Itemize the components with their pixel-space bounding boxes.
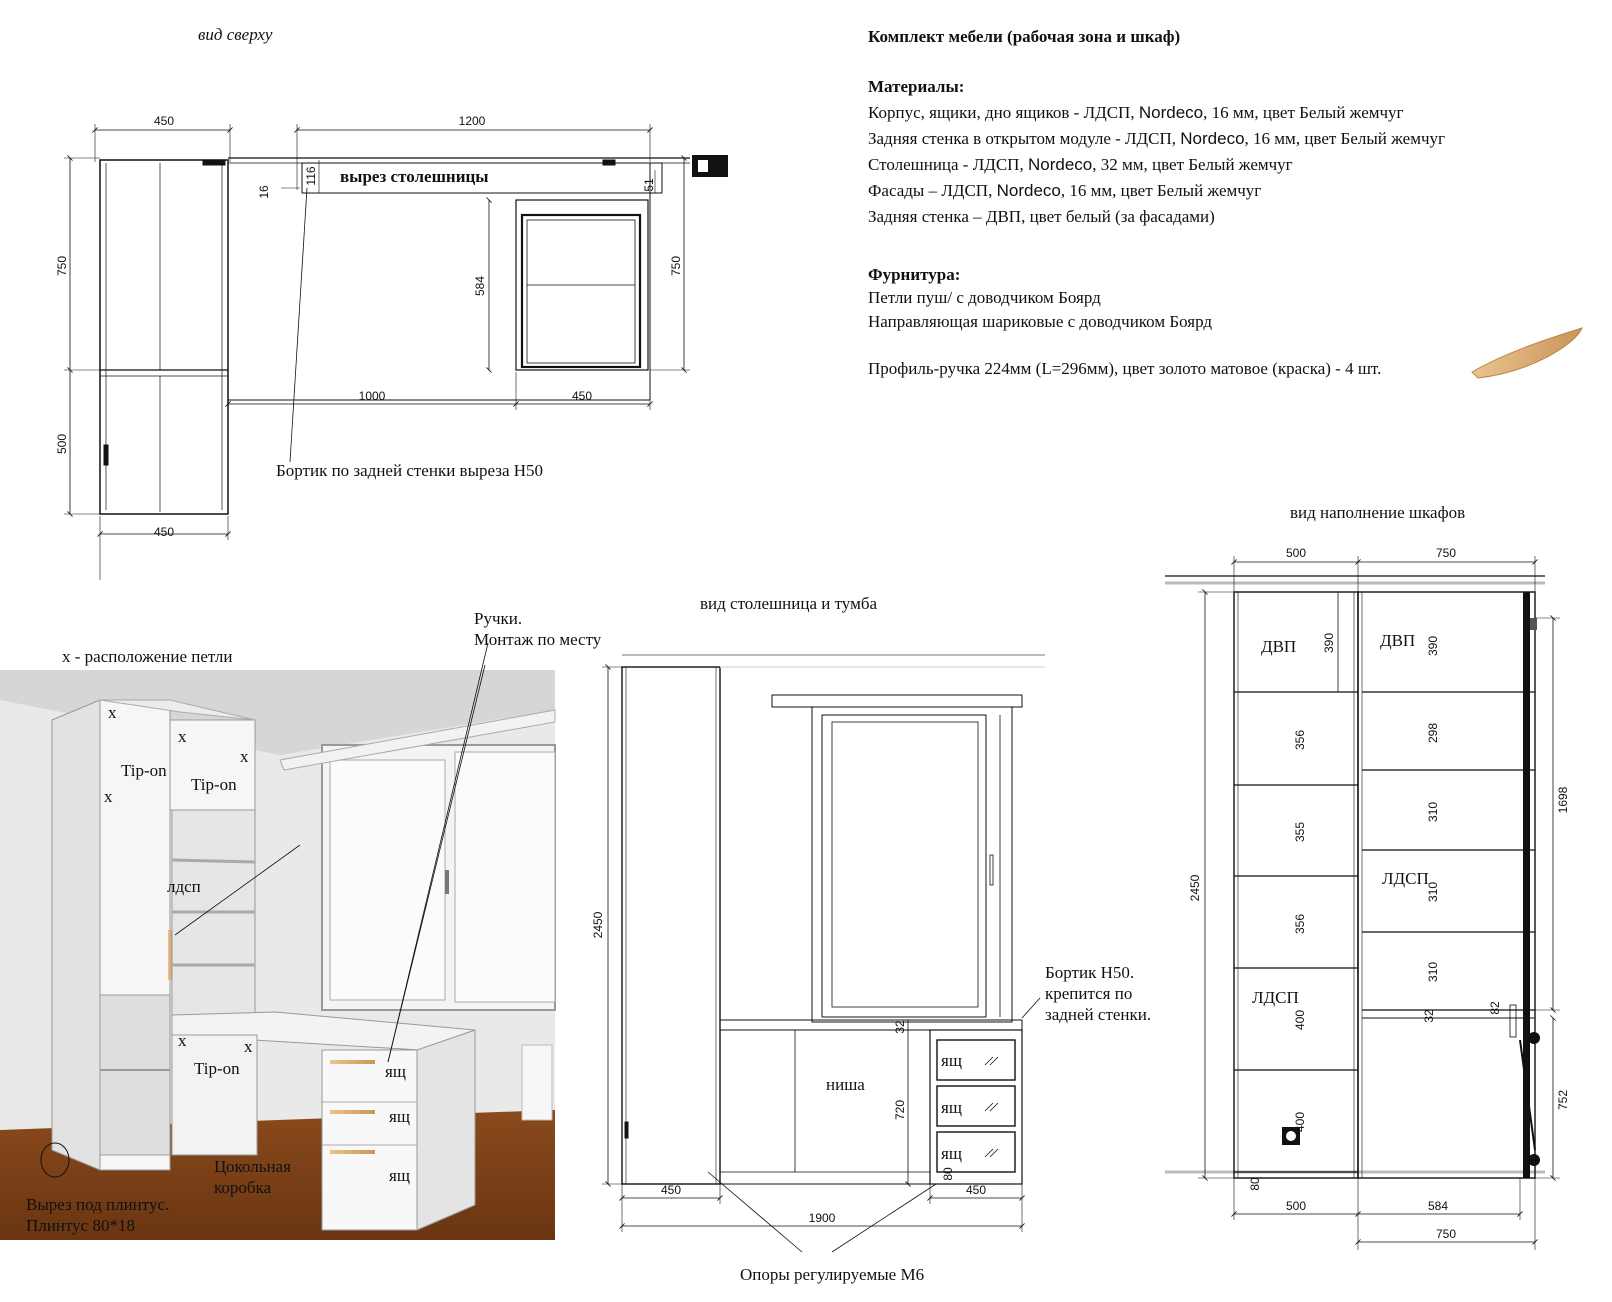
dim-750-fill-top: 750 xyxy=(1436,546,1456,560)
material-line: Столешница - ЛДСП, Nordeco, 32 мм, цвет … xyxy=(868,155,1293,174)
front-view xyxy=(602,654,1045,1253)
plinth-cut-label-2: Плинтус 80*18 xyxy=(26,1216,135,1235)
dim-1698: 1698 xyxy=(1556,786,1570,813)
shelf-dim-left: 80 xyxy=(1248,1177,1262,1191)
hardware-heading: Фурнитура: xyxy=(868,265,961,284)
dim-450-front-right: 450 xyxy=(966,1183,986,1197)
niche-label: ниша xyxy=(826,1075,865,1094)
dim-500-fill-top: 500 xyxy=(1286,546,1306,560)
dim-450-front-left: 450 xyxy=(661,1183,681,1197)
dim-584-fill: 584 xyxy=(1428,1199,1448,1213)
top-view-caption: вид сверху xyxy=(198,25,273,44)
hardware-line: Направляющая шариковые с доводчиком Бояр… xyxy=(868,312,1213,331)
dim-750-left: 750 xyxy=(55,256,69,276)
dim-752: 752 xyxy=(1556,1090,1570,1110)
ledge-note-front-1: Бортик Н50. xyxy=(1045,963,1134,982)
hinge-mark: х xyxy=(108,703,117,722)
material-line: Корпус, ящики, дно ящиков - ЛДСП, Nordec… xyxy=(868,103,1404,122)
dim-2450-front: 2450 xyxy=(591,911,605,938)
top-left-cabinet xyxy=(99,159,229,515)
handle-profile-image xyxy=(1471,327,1583,379)
ldsp-label: ЛДСП xyxy=(1252,988,1299,1007)
shelf-dim-right: 32 xyxy=(1422,1009,1436,1023)
dim-1900: 1900 xyxy=(809,1211,836,1225)
dim-32-front: 32 xyxy=(893,1020,907,1034)
dim-16: 16 xyxy=(257,185,271,199)
shelf-dim-right: 310 xyxy=(1426,962,1440,982)
supports-note: Опоры регулируемые М6 xyxy=(740,1265,924,1284)
shelf-dim-right: 82 xyxy=(1488,1001,1502,1015)
ledge-note-front-2: крепится по xyxy=(1045,984,1132,1003)
tip-on-label: Tip-on xyxy=(191,775,237,794)
dim-1000: 1000 xyxy=(359,389,386,403)
shelf-dim-left: 356 xyxy=(1293,914,1307,934)
hinge-mark: х xyxy=(178,1031,187,1050)
hinge-mark: х xyxy=(104,787,113,806)
plinth-box-label-1: Цокольная xyxy=(214,1157,291,1176)
drawer-label: ящ xyxy=(389,1107,410,1126)
dim-720: 720 xyxy=(893,1100,907,1120)
shelf-dim-right: 390 xyxy=(1426,636,1440,656)
shelf-dim-left: 355 xyxy=(1293,822,1307,842)
pedestal-top xyxy=(515,199,649,371)
dim-1200: 1200 xyxy=(459,114,486,128)
drawer-label: ящ xyxy=(941,1051,962,1070)
drawer-label: ящ xyxy=(385,1062,406,1081)
drawer-label: ящ xyxy=(941,1144,962,1163)
material-line: Задняя стенка – ДВП, цвет белый (за фаса… xyxy=(868,207,1215,226)
front-view-caption: вид столешница и тумба xyxy=(700,594,877,613)
drawer-label: ящ xyxy=(941,1098,962,1117)
dim-500: 500 xyxy=(55,434,69,454)
materials-heading: Материалы: xyxy=(868,77,965,96)
plinth-cut-label-1: Вырез под плинтус. xyxy=(26,1195,169,1214)
plinth-box-label-2: коробка xyxy=(214,1178,272,1197)
ledge-note: Бортик по задней стенки выреза Н50 xyxy=(276,461,543,480)
hinge-mark: х xyxy=(240,747,249,766)
material-line: Фасады – ЛДСП, Nordeco, 16 мм, цвет Белы… xyxy=(868,181,1262,200)
hinge-mark: х xyxy=(244,1037,253,1056)
handle-profile-line: Профиль-ручка 224мм (L=296мм), цвет золо… xyxy=(868,359,1382,378)
tip-on-label: Tip-on xyxy=(121,761,167,780)
spec-title: Комплект мебели (рабочая зона и шкаф) xyxy=(868,27,1181,46)
shelf-dim-left: 390 xyxy=(1322,633,1336,653)
fill-view-caption: вид наполнение шкафов xyxy=(1290,503,1465,522)
top-view xyxy=(64,124,728,580)
hinge-caption: х - расположение петли xyxy=(62,647,232,666)
dim-450-mid: 450 xyxy=(572,389,592,403)
dim-584: 584 xyxy=(473,276,487,296)
shelf-dim-left: 400 xyxy=(1293,1112,1307,1132)
dim-750-fill-bottom: 750 xyxy=(1436,1227,1456,1241)
drawer-label: ящ xyxy=(389,1166,410,1185)
tip-on-label: Tip-on xyxy=(194,1059,240,1078)
ldsp-label: ЛДСП xyxy=(1382,869,1429,888)
shelf-dim-right: 310 xyxy=(1426,802,1440,822)
fill-view xyxy=(1165,556,1560,1250)
material-line: Задняя стенка в открытом модуле - ЛДСП, … xyxy=(868,129,1445,148)
spec-block: Комплект мебели (рабочая зона и шкаф) Ма… xyxy=(868,24,1445,382)
dim-2450-fill: 2450 xyxy=(1188,874,1202,901)
dim-80-front: 80 xyxy=(941,1167,955,1181)
dim-750-right: 750 xyxy=(669,256,683,276)
shelf-dim-left: 400 xyxy=(1293,1010,1307,1030)
tabletop-cutout xyxy=(301,162,663,194)
dim-500-fill-bottom: 500 xyxy=(1286,1199,1306,1213)
shelf-dim-left: 356 xyxy=(1293,730,1307,750)
dim-450-top: 450 xyxy=(154,114,174,128)
shelf-dim-right: 310 xyxy=(1426,882,1440,902)
ldsp-label: лдсп xyxy=(167,877,201,896)
render-view xyxy=(0,642,556,1240)
hardware-line: Петли пуш/ с доводчиком Боярд xyxy=(868,288,1101,307)
dvp-label: ДВП xyxy=(1261,637,1296,656)
dim-116: 116 xyxy=(304,166,318,185)
shelf-dim-right: 298 xyxy=(1426,723,1440,743)
cutout-label: вырез столешницы xyxy=(340,167,489,186)
ledge-note-front-3: задней стенки. xyxy=(1045,1005,1151,1024)
handles-note-2: Монтаж по месту xyxy=(474,630,602,649)
dim-450-bottom: 450 xyxy=(154,525,174,539)
handles-note-1: Ручки. xyxy=(474,609,522,628)
dvp-label: ДВП xyxy=(1380,631,1415,650)
hinge-mark: х xyxy=(178,727,187,746)
dim-51: 51 xyxy=(642,178,656,192)
